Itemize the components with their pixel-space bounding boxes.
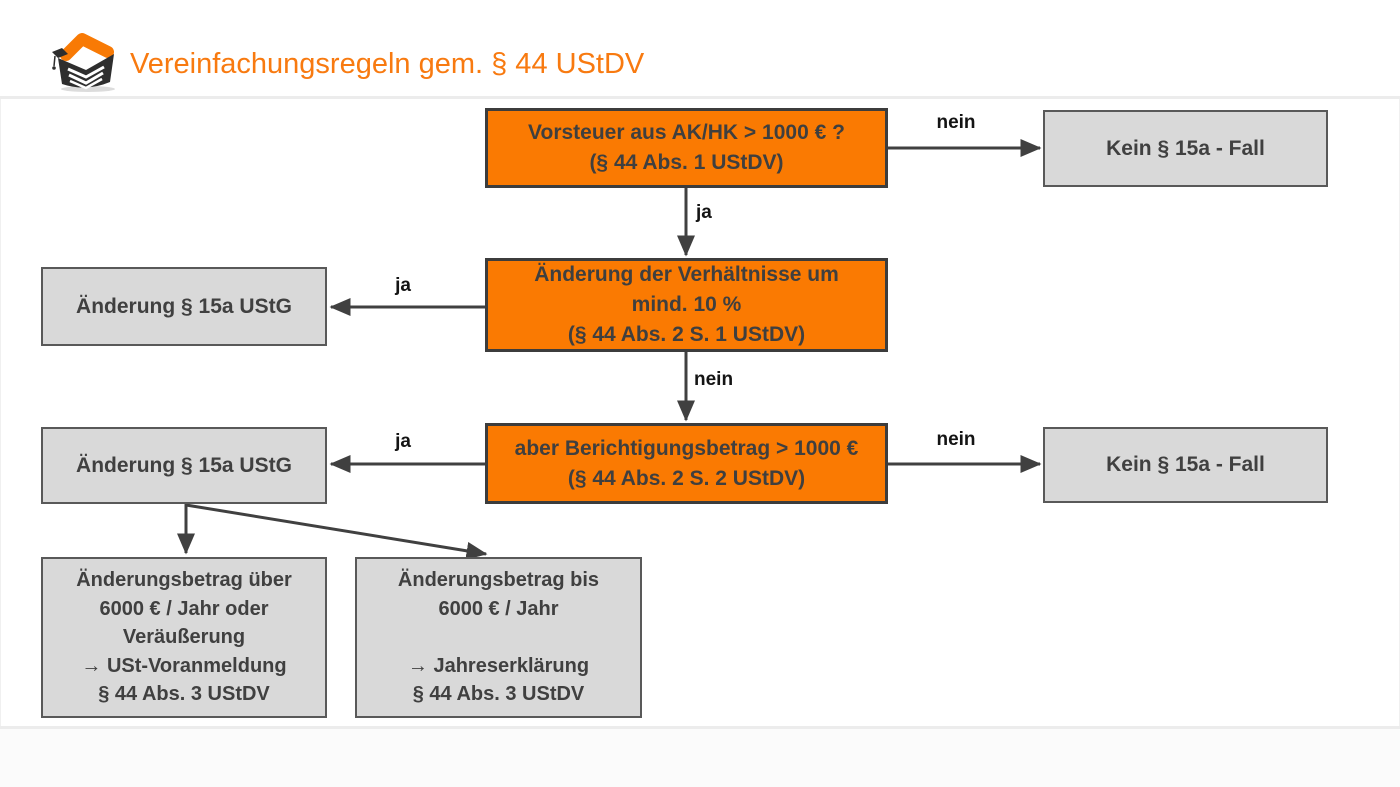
node-line: 6000 € / Jahr oder — [99, 597, 269, 620]
edge-label-nein-top: nein — [936, 112, 976, 133]
edge-label-nein-right: nein — [936, 429, 976, 450]
edge-label-nein-down: nein — [694, 369, 734, 390]
result-aenderung-15a-ustg-1: Änderung § 15a UStG — [41, 267, 327, 346]
node-line: Änderung § 15a UStG — [76, 453, 292, 477]
result-jahreserklaerung: Änderungsbetrag bis 6000 € / Jahr → Jahr… — [355, 557, 642, 718]
footer-divider — [0, 726, 1400, 729]
node-line: Veräußerung — [122, 626, 246, 649]
node-line — [363, 623, 634, 651]
edge-label-ja-left-2: ja — [395, 431, 411, 452]
footer-strip — [0, 729, 1400, 787]
node-line: Änderung § 15a UStG — [76, 294, 292, 318]
decision-vorsteuer-ak-hk: Vorsteuer aus AK/HK > 1000 € ? (§ 44 Abs… — [485, 108, 888, 188]
result-kein-15a-fall-bottom: Kein § 15a - Fall — [1043, 427, 1328, 503]
node-line: → Jahreserklärung — [407, 654, 590, 677]
node-line: Änderungsbetrag über — [76, 569, 292, 592]
open-book-logo-icon — [52, 33, 115, 92]
node-line: (§ 44 Abs. 2 S. 2 UStDV) — [567, 466, 806, 490]
node-line: Änderungsbetrag bis — [397, 569, 600, 592]
page-title: Vereinfachungsregeln gem. § 44 UStDV — [130, 48, 645, 80]
node-line: Kein § 15a - Fall — [1106, 136, 1265, 160]
decision-berichtigungsbetrag: aber Berichtigungsbetrag > 1000 € (§ 44 … — [485, 423, 888, 504]
node-line: → USt-Voranmeldung — [81, 654, 287, 677]
decision-aenderung-verhaeltnisse: Änderung der Verhältnisse um mind. 10 % … — [485, 258, 888, 352]
node-line: (§ 44 Abs. 1 UStDV) — [589, 151, 784, 174]
header-divider — [0, 96, 1400, 99]
node-line: aber Berichtigungsbetrag > 1000 € — [514, 436, 859, 460]
node-line: mind. 10 % — [631, 293, 742, 317]
node-line: § 44 Abs. 3 UStDV — [98, 683, 270, 706]
node-line: Kein § 15a - Fall — [1106, 453, 1265, 477]
result-aenderung-15a-ustg-2: Änderung § 15a UStG — [41, 427, 327, 504]
node-line: Vorsteuer aus AK/HK > 1000 € ? — [528, 121, 845, 145]
edge-label-ja-left-1: ja — [395, 275, 411, 296]
node-line: § 44 Abs. 3 UStDV — [412, 683, 585, 706]
node-line: Änderung der Verhältnisse um — [534, 263, 839, 287]
header: Vereinfachungsregeln gem. § 44 UStDV — [0, 0, 1400, 96]
node-line: (§ 44 Abs. 2 S. 1 UStDV) — [567, 322, 806, 346]
node-line: 6000 € / Jahr — [438, 597, 559, 620]
result-ust-voranmeldung: Änderungsbetrag über 6000 € / Jahr oder … — [41, 557, 327, 718]
edge-label-ja-down-1: ja — [696, 202, 712, 223]
result-kein-15a-fall-top: Kein § 15a - Fall — [1043, 110, 1328, 187]
